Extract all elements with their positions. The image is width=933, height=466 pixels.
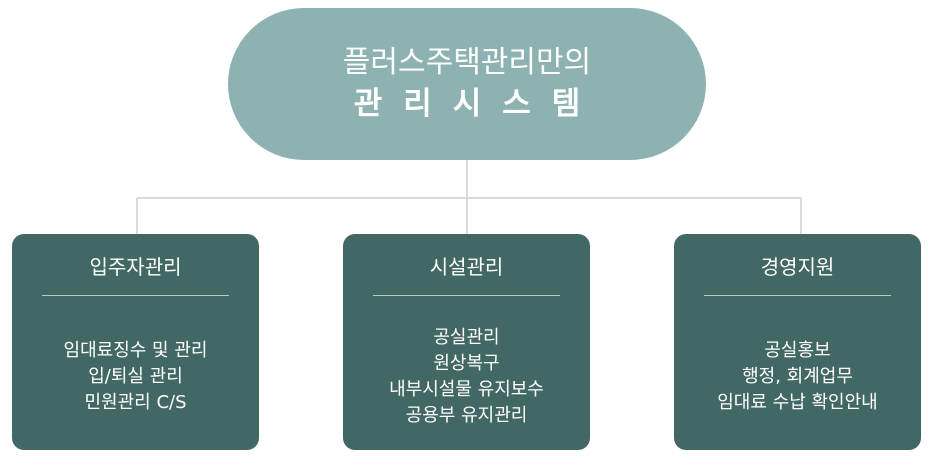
root-title-line2: 관리시스템 <box>353 86 602 122</box>
box-item-list: 공실홍보 행정, 회계업무 임대료 수납 확인안내 <box>674 314 921 440</box>
box-facility-management: 시설관리 공실관리 원상복구 내부시설물 유지보수 공용부 유지관리 <box>343 234 590 450</box>
box-item: 공용부 유지관리 <box>405 405 528 426</box>
box-item: 공실홍보 <box>764 340 831 361</box>
box-title: 시설관리 <box>429 255 504 279</box>
box-business-support: 경영지원 공실홍보 행정, 회계업무 임대료 수납 확인안내 <box>674 234 921 450</box>
box-item-list: 공실관리 원상복구 내부시설물 유지보수 공용부 유지관리 <box>343 314 590 440</box>
box-divider <box>704 295 891 296</box>
box-title: 경영지원 <box>760 255 835 279</box>
box-item: 공실관리 <box>433 327 500 348</box>
box-item: 내부시설물 유지보수 <box>389 379 544 400</box>
box-tenant-management: 입주자관리 임대료징수 및 관리 입/퇴실 관리 민원관리 C/S <box>12 234 259 450</box>
box-item-list: 임대료징수 및 관리 입/퇴실 관리 민원관리 C/S <box>12 314 259 440</box>
box-divider <box>373 295 560 296</box>
box-item: 민원관리 C/S <box>84 392 187 413</box>
box-item: 임대료징수 및 관리 <box>63 340 208 361</box>
box-item: 행정, 회계업무 <box>742 366 853 387</box>
root-title-line1: 플러스주택관리만의 <box>342 45 592 80</box>
box-item: 임대료 수납 확인안내 <box>717 392 878 413</box>
box-title: 입주자관리 <box>89 255 182 279</box>
box-item: 입/퇴실 관리 <box>88 366 183 387</box>
box-item: 원상복구 <box>433 353 500 374</box>
box-divider <box>42 295 229 296</box>
root-node: 플러스주택관리만의 관리시스템 <box>228 8 706 160</box>
